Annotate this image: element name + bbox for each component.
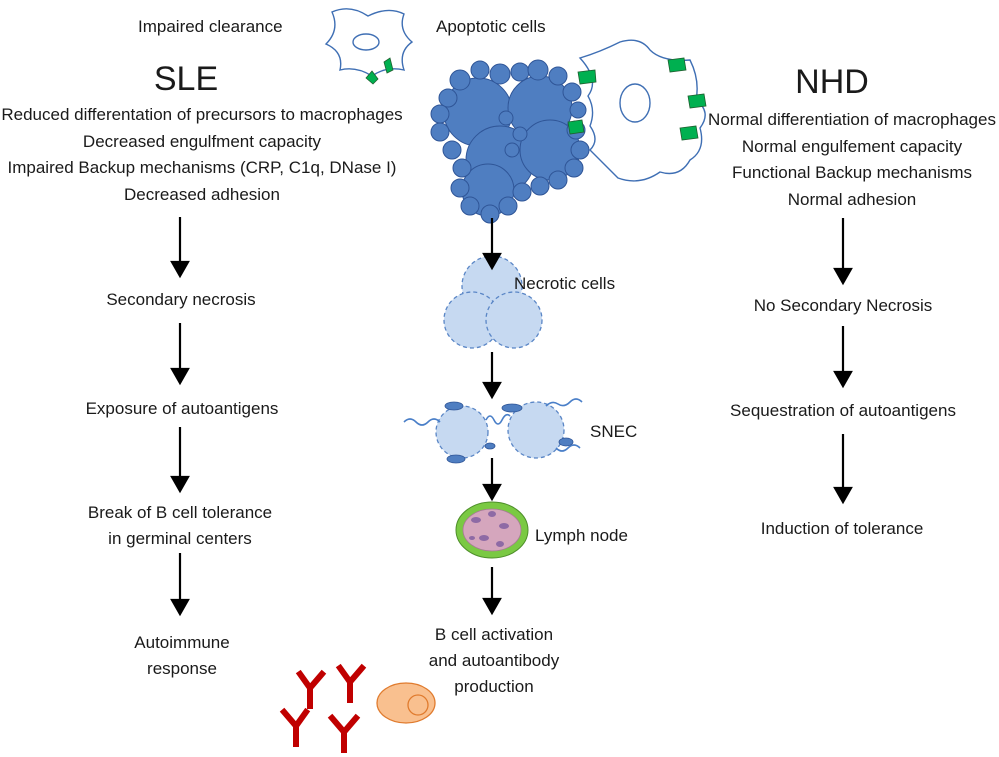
sle-feature: Decreased engulfment capacity: [82, 131, 322, 151]
nhd-feature-list: Normal differentiation of macrophages No…: [708, 107, 996, 213]
necrotic-cells-label: Necrotic cells: [514, 274, 616, 293]
nhd-feature: Functional Backup mechanisms: [731, 163, 972, 182]
nhd-step-induction-tolerance: Induction of tolerance: [760, 519, 924, 538]
nhd-step-sequestration: Sequestration of autoantigens: [730, 401, 956, 420]
lymph-node-icon: [455, 501, 529, 559]
nhd-feature: Normal engulfement capacity: [741, 136, 963, 156]
b-cell-activation-label: B cell activation and autoantibody produ…: [428, 625, 560, 696]
sle-step-tolerance-break: Break of B cell tolerance in germinal ce…: [87, 503, 273, 548]
sle-step-exposure-autoantigens: Exposure of autoantigens: [85, 399, 279, 418]
apoptotic-cells-label: Apoptotic cells: [436, 17, 546, 36]
snec-label: SNEC: [590, 422, 638, 441]
nhd-title: NHD: [795, 63, 869, 101]
impaired-clearance-label: Impaired clearance: [138, 17, 283, 36]
lymph-node-label: Lymph node: [535, 526, 628, 545]
sle-feature: Impaired Backup mechanisms (CRP, C1q, DN…: [7, 158, 397, 177]
sle-outcome: Autoimmune response: [134, 633, 230, 678]
sle-feature: Decreased adhesion: [124, 184, 280, 204]
sle-step-secondary-necrosis: Secondary necrosis: [106, 290, 256, 309]
sle-title: SLE: [153, 60, 219, 98]
impaired-macrophage-icon: [324, 8, 414, 85]
nhd-feature: Normal differentiation of macrophages: [708, 110, 996, 129]
snec-icon: [403, 398, 583, 464]
autoantibody-icon: [279, 663, 367, 753]
apoptotic-cell-cluster-icon: [430, 39, 707, 224]
plasma-cell-icon: [376, 682, 436, 724]
nhd-step-no-secondary-necrosis: No Secondary Necrosis: [753, 296, 933, 315]
nhd-feature: Normal adhesion: [787, 189, 917, 209]
sle-feature-list: Reduced differentation of precursors to …: [1, 102, 402, 208]
necrotic-cells-icon: [443, 255, 543, 349]
sle-feature: Reduced differentation of precursors to …: [1, 105, 403, 124]
flow-arrows: [170, 217, 853, 617]
